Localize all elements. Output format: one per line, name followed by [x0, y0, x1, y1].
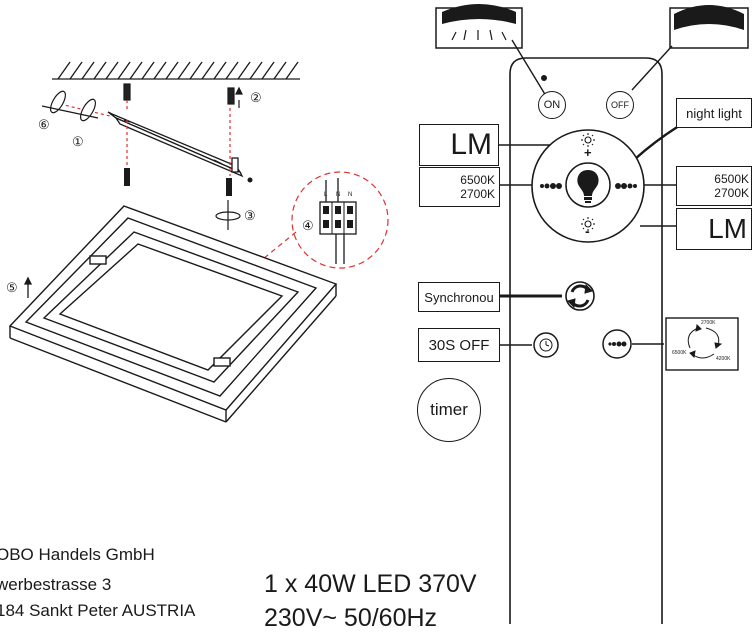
night-light-label: night light	[686, 105, 742, 121]
bulb-icon	[577, 170, 599, 196]
cct-right-low: 2700K	[714, 186, 749, 200]
lift-arrow	[23, 276, 33, 298]
cct-left-high: 6500K	[460, 173, 495, 187]
cct-warm-icon[interactable]	[540, 183, 562, 189]
lamp-off-icon	[631, 5, 749, 91]
cct-left-label-box: 6500K 2700K	[419, 167, 500, 207]
step-marker-4: ④	[302, 218, 314, 233]
terminal-label-n: N	[336, 192, 341, 198]
spec-line-1: 1 x 40W LED 370V	[264, 570, 477, 598]
lamp-on-icon	[435, 4, 547, 97]
spec-line-2: 230V~ 50/60Hz	[264, 604, 438, 632]
plus-sign: +	[584, 145, 592, 160]
ceiling	[52, 61, 300, 80]
on-label: ON	[543, 99, 561, 111]
cct-cycle-button[interactable]	[602, 329, 632, 359]
off-30s-label-box: 30S OFF	[418, 328, 500, 362]
mounting-knob	[215, 200, 241, 230]
step-marker-6: ⑥	[38, 117, 50, 132]
cct-left-low: 2700K	[460, 187, 495, 201]
step-marker-5: ⑤	[6, 280, 18, 295]
cycle-label-2700: 2700K	[701, 320, 716, 326]
lm-up-label-box: LM	[419, 124, 499, 166]
terminal-detail	[251, 171, 389, 269]
wall-plug-right	[227, 86, 243, 108]
timer-label: timer	[430, 400, 468, 419]
lm-down-label-box: LM	[676, 208, 752, 250]
ceiling-panel	[8, 205, 338, 423]
brightness-down-icon[interactable]	[581, 217, 595, 231]
step-marker-1: ①	[72, 134, 84, 149]
mounting-bracket	[107, 111, 244, 178]
on-button[interactable]: ON	[538, 91, 566, 119]
indicator-led	[541, 75, 547, 81]
manufacturer-line-3: 184 Sankt Peter AUSTRIA	[0, 601, 196, 620]
cct-right-label-box: 6500K 2700K	[676, 166, 752, 206]
step-marker-2: ②	[250, 90, 262, 105]
night-light-label-box: night light	[676, 98, 752, 128]
night-light-button[interactable]	[565, 162, 611, 208]
off-30s-label: 30S OFF	[428, 336, 490, 354]
cycle-label-4200: 4200K	[716, 356, 731, 362]
step-marker-3: ③	[244, 208, 256, 223]
cct-cool-icon[interactable]	[615, 183, 637, 189]
synchronous-label: Synchronou	[424, 289, 494, 305]
cct-right-high: 6500K	[714, 172, 749, 186]
timer-button[interactable]: timer	[417, 378, 481, 442]
terminal-label-n2: N	[348, 192, 353, 198]
clock-icon[interactable]	[533, 332, 559, 358]
manufacturer-line-1: OBO Handels GmbH	[0, 545, 155, 564]
screws-lower	[124, 168, 253, 196]
cycle-label-6500: 6500K	[672, 350, 687, 356]
cct-cycle-diagram	[665, 317, 739, 371]
lm-down-label: LM	[708, 213, 747, 244]
synchronous-label-box: Synchronou	[418, 282, 500, 312]
side-pins	[41, 90, 99, 122]
sync-icon[interactable]	[565, 281, 595, 311]
brightness-up-icon[interactable]	[581, 133, 595, 147]
lm-up-label: LM	[450, 128, 492, 161]
wall-plug-left	[123, 83, 131, 112]
minus-sign: -	[585, 223, 590, 239]
off-button[interactable]: OFF	[606, 91, 634, 119]
manufacturer-line-2: werbestrasse 3	[0, 575, 112, 594]
terminal-label-l: L	[324, 192, 328, 198]
off-label: OFF	[611, 100, 629, 110]
